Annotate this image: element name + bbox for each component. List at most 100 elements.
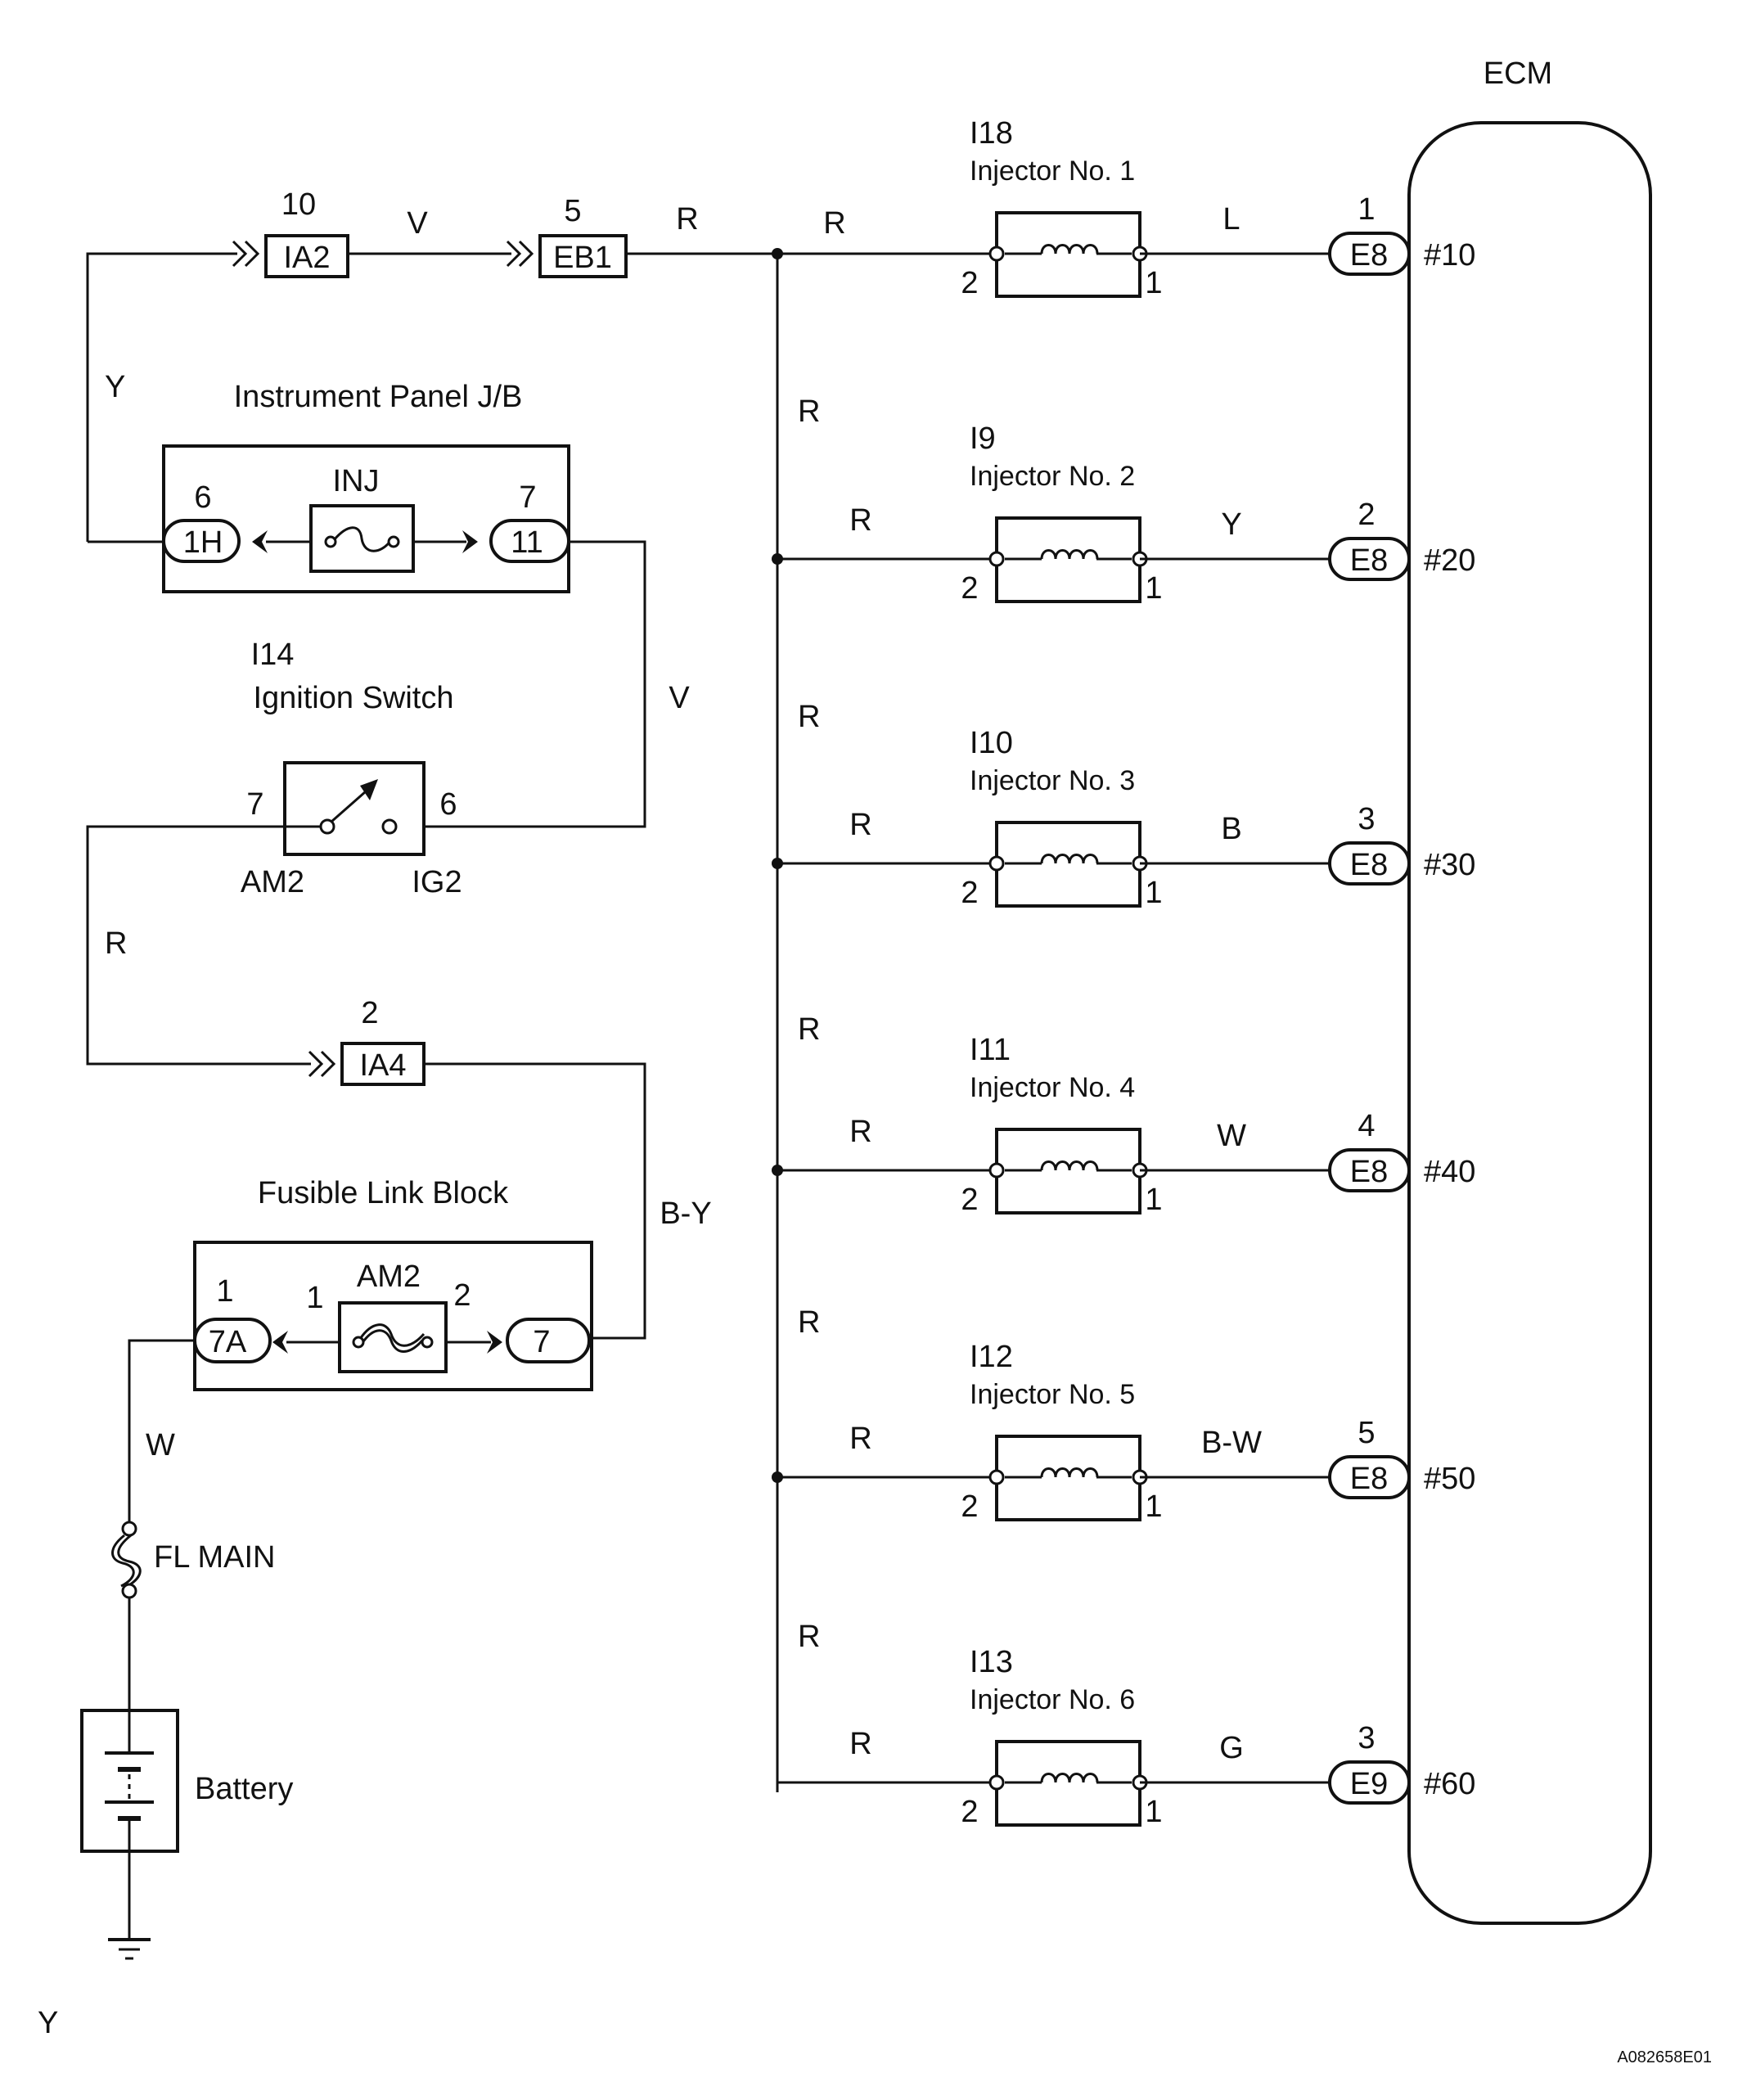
wire-to-ecm-label-2: Y — [1221, 507, 1241, 542]
ecm-connector-label-2: E8 — [1350, 543, 1388, 578]
injector-pin-out-1: 1 — [1145, 266, 1162, 300]
top-feed: Y IA2 10 V EB1 5 R — [86, 187, 777, 542]
injector-name-4: Injector No. 4 — [970, 1072, 1135, 1103]
injector-ref-4: I11 — [970, 1033, 1011, 1067]
riser-label-5: R — [798, 1620, 820, 1654]
coil-icon-5 — [1040, 1467, 1099, 1478]
ecm-connector-label-3: E8 — [1350, 848, 1388, 882]
connector-ia4: IA4 2 — [308, 996, 425, 1086]
ground-icon — [108, 1938, 151, 1960]
ignition-ref: I14 — [251, 638, 295, 672]
bus-junction-3 — [772, 858, 783, 869]
ecm-terminal-3: #30 — [1424, 848, 1475, 882]
fusible-fuse-pin-right: 2 — [453, 1278, 471, 1313]
fl-main-terminal-top — [121, 1521, 137, 1537]
wire-branch-label-5: R — [849, 1422, 871, 1456]
injector-name-3: Injector No. 3 — [970, 765, 1135, 796]
ecm-connector-label-4: E8 — [1350, 1155, 1388, 1189]
ecm-connector-label-5: E8 — [1350, 1462, 1388, 1496]
injector-pin-out-4: 1 — [1145, 1183, 1162, 1217]
ecm-terminal-2: #20 — [1424, 543, 1475, 578]
ecm-block: ECM — [1407, 56, 1652, 1925]
wire-to-ecm-label-6: G — [1219, 1731, 1244, 1765]
injector-name-5: Injector No. 5 — [970, 1379, 1135, 1410]
injector-pin-out-6: 1 — [1145, 1795, 1162, 1829]
instrument-panel-jb: Instrument Panel J/B INJ 1H 6 11 7 — [88, 380, 570, 593]
jb-title: Instrument Panel J/B — [234, 380, 523, 414]
ecm-connector-3 — [1328, 841, 1411, 886]
ecm-connector-label-6: E9 — [1350, 1767, 1388, 1801]
battery-label: Battery — [195, 1772, 293, 1806]
coil-icon-1 — [1040, 244, 1099, 255]
wire-branch-label-1: R — [823, 206, 845, 241]
wire-eb1-bus-label: R — [676, 202, 698, 237]
connector-ia2: IA2 10 — [232, 187, 349, 278]
ecm-connector-5 — [1328, 1455, 1411, 1499]
ecm-terminal-1: #10 — [1424, 238, 1475, 273]
wire-jb-switch — [389, 540, 646, 828]
injector-pin-out-5: 1 — [1145, 1489, 1162, 1524]
injector-terminal-in-1 — [988, 246, 1005, 262]
ecm-connector-1 — [1328, 232, 1411, 276]
ecm-connector-pin-2: 2 — [1358, 498, 1375, 532]
ecm-connector-pin-1: 1 — [1358, 192, 1375, 227]
corner-left-label: Y — [38, 2006, 58, 2040]
wire-branch-label-2: R — [849, 503, 871, 538]
bus-junction-1 — [772, 248, 783, 259]
connector-eb1-box — [538, 234, 628, 278]
bus-junction-2 — [772, 553, 783, 565]
fusible-conn-7 — [506, 1318, 591, 1363]
injector-pin-out-3: 1 — [1145, 876, 1162, 910]
wire-to-ecm-label-5: B-W — [1201, 1426, 1262, 1460]
coil-icon-4 — [1040, 1160, 1099, 1171]
fl-main-fuse-icon-inner — [111, 1534, 135, 1588]
wire-main-w-label: W — [146, 1428, 175, 1462]
ignition-left-pin: 7 — [246, 787, 263, 822]
jb-fuse-icon — [332, 526, 393, 552]
injector-terminal-in-5 — [988, 1469, 1005, 1485]
injector-name-1: Injector No. 1 — [970, 155, 1135, 187]
injector-terminal-in-6 — [988, 1774, 1005, 1791]
ecm-connector-pin-3: 3 — [1358, 802, 1375, 836]
injector-pin-in-1: 2 — [961, 266, 978, 300]
wire-left-y-label: Y — [105, 370, 125, 404]
connector-ia4-arrow-icon — [308, 1050, 336, 1078]
coil-icon-6 — [1040, 1773, 1099, 1783]
ignition-right-term: IG2 — [412, 865, 462, 899]
injector-ref-6: I13 — [970, 1645, 1013, 1679]
injector-terminal-in-3 — [988, 855, 1005, 872]
injector-ref-5: I12 — [970, 1340, 1013, 1374]
connector-ia2-pin: 10 — [281, 187, 316, 222]
ecm-connector-2 — [1328, 537, 1411, 581]
wire-ia4-fusible-label: B-Y — [660, 1196, 711, 1231]
injector-pin-in-4: 2 — [961, 1183, 978, 1217]
riser-label-4: R — [798, 1305, 820, 1340]
injector-ref-1: I18 — [970, 116, 1013, 151]
wire-jb-switch-label: V — [669, 681, 690, 715]
connector-eb1-pin: 5 — [564, 194, 581, 228]
bus-junction-4 — [772, 1165, 783, 1176]
wire-left-y — [86, 252, 237, 542]
fusible-conn-7a-label: 7A — [209, 1325, 247, 1359]
jb-right-arrow-icon — [462, 530, 478, 553]
fl-main-label: FL MAIN — [154, 1540, 276, 1575]
wire-to-ecm-label-4: W — [1217, 1119, 1246, 1153]
connector-eb1-label: EB1 — [553, 241, 612, 275]
injector-pin-out-2: 1 — [1145, 571, 1162, 606]
ecm-connector-4 — [1328, 1148, 1411, 1192]
fl-main-terminal-bottom — [121, 1583, 137, 1599]
ecm-terminal-6: #60 — [1424, 1767, 1475, 1801]
jb-conn-11-pin: 7 — [519, 480, 536, 515]
connector-ia4-box — [340, 1042, 425, 1086]
coil-icon-3 — [1040, 854, 1099, 864]
fusible-conn-7a-pin: 1 — [216, 1274, 233, 1309]
ecm-label: ECM — [1484, 56, 1552, 91]
connector-eb1: EB1 5 — [506, 194, 628, 278]
ignition-lever-icon — [360, 779, 378, 800]
jb-fuse-label: INJ — [333, 464, 380, 498]
